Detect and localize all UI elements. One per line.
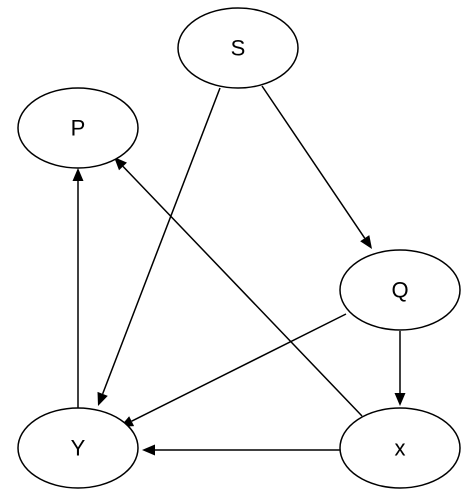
node-p: P bbox=[17, 87, 139, 169]
edges-layer bbox=[72, 85, 406, 456]
node-y-label: Y bbox=[71, 436, 86, 461]
edge-s-to-q bbox=[261, 85, 372, 249]
arrowhead-icon bbox=[394, 393, 406, 406]
node-y-ellipse bbox=[17, 407, 139, 489]
nodes-layer: S P Q Y x bbox=[17, 7, 461, 489]
edge-line bbox=[122, 165, 363, 417]
edge-line bbox=[131, 313, 347, 422]
arrowhead-icon bbox=[360, 235, 372, 249]
edge-x-to-y bbox=[142, 444, 340, 456]
edge-x-to-p bbox=[114, 157, 363, 417]
node-q-ellipse bbox=[339, 249, 461, 331]
node-p-ellipse bbox=[17, 87, 139, 169]
node-x-ellipse bbox=[339, 407, 461, 489]
edge-y-to-p bbox=[72, 168, 84, 408]
node-s: S bbox=[177, 7, 299, 89]
arrowhead-icon bbox=[72, 168, 84, 181]
node-s-ellipse bbox=[177, 7, 299, 89]
node-q: Q bbox=[339, 249, 461, 331]
edge-s-to-y bbox=[97, 87, 221, 406]
node-q-label: Q bbox=[391, 278, 408, 303]
edge-q-to-x bbox=[394, 331, 406, 406]
edge-line bbox=[261, 85, 366, 239]
node-y: Y bbox=[17, 407, 139, 489]
node-s-label: S bbox=[231, 36, 246, 61]
arrowhead-icon bbox=[97, 391, 108, 406]
node-x: x bbox=[339, 407, 461, 489]
node-x-label: x bbox=[395, 436, 406, 461]
edge-line bbox=[101, 87, 221, 395]
arrowhead-icon bbox=[142, 444, 155, 456]
node-p-label: P bbox=[71, 116, 86, 141]
edge-q-to-y bbox=[120, 313, 347, 427]
arrowhead-icon bbox=[114, 157, 127, 171]
